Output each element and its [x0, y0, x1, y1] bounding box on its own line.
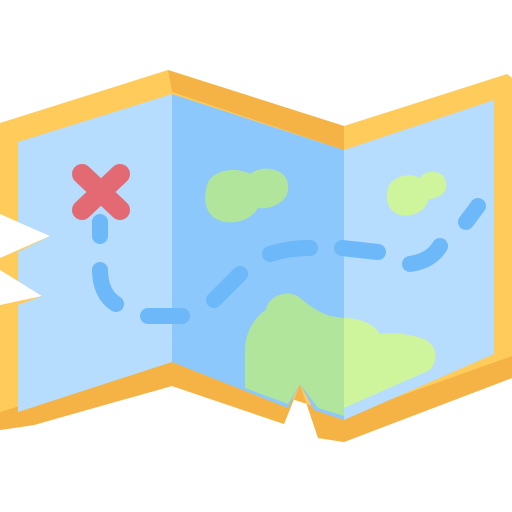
route-dash-6	[334, 240, 386, 260]
x-marker-stroke-2	[72, 164, 130, 220]
route-dash-2	[92, 262, 124, 312]
route-dash-5	[262, 240, 318, 262]
continent-right	[344, 318, 436, 408]
route-dash-8	[458, 198, 486, 230]
route-dash-7	[402, 238, 448, 272]
frame-shadow-bottom-right	[344, 356, 512, 442]
route-dash-4	[206, 266, 248, 308]
frame-shadow-top-middle	[168, 70, 344, 150]
frame-shadow-bottom-left	[0, 360, 172, 430]
paper-left-panel	[18, 94, 172, 412]
island-middle	[205, 168, 289, 223]
map-land	[205, 168, 447, 416]
continent-middle	[245, 293, 344, 416]
x-marker-icon	[72, 164, 130, 220]
frame-shadow-bottom-middle	[172, 360, 344, 442]
dashed-route	[92, 198, 486, 324]
island-right	[386, 171, 447, 216]
